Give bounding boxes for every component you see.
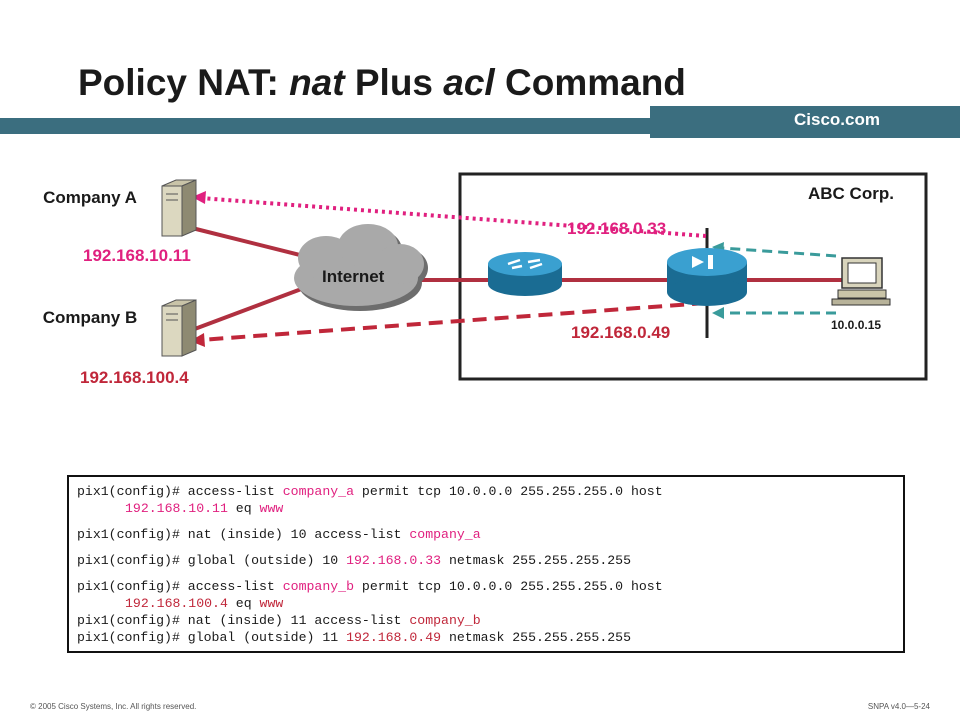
code-line: 192.168.100.4 eq www (125, 596, 284, 611)
company-b-server-icon (161, 299, 197, 357)
internet-cloud-icon (294, 224, 428, 311)
code-line: pix1(config)# global (outside) 11 192.16… (77, 630, 631, 645)
link-company-a-internet (191, 226, 313, 260)
code-line: pix1(config)# access-list company_a perm… (77, 484, 663, 499)
internet-label: Internet (322, 267, 385, 286)
company-b-ip: 192.168.100.4 (80, 368, 189, 387)
code-line: pix1(config)# global (outside) 10 192.16… (77, 553, 631, 568)
link-company-b-internet (191, 283, 313, 332)
company-a-server-icon (161, 179, 197, 237)
copyright-text: © 2005 Cisco Systems, Inc. All rights re… (30, 702, 197, 711)
header-band-tab (650, 106, 960, 138)
company-a-label: Company A (43, 188, 137, 207)
network-diagram (161, 172, 928, 381)
flow-company-b-arrowhead (190, 333, 205, 347)
pix-firewall-icon (667, 248, 747, 306)
company-a-ip: 192.168.10.11 (83, 246, 191, 265)
flow-company-b (199, 301, 707, 342)
flow-company-a-arrowhead (192, 191, 206, 204)
code-line: pix1(config)# nat (inside) 10 access-lis… (77, 527, 481, 542)
abc-corp-boundary (458, 172, 928, 381)
course-id-text: SNPA v4.0—5-24 (867, 702, 930, 711)
company-b-label: Company B (42, 308, 138, 327)
code-line: 192.168.10.11 eq www (125, 501, 284, 516)
code-line: pix1(config)# nat (inside) 11 access-lis… (77, 613, 481, 628)
abc-corp-label: ABC Corp. (808, 184, 894, 203)
code-line: pix1(config)# access-list company_b perm… (77, 579, 663, 594)
global-ip-b: 192.168.0.49 (571, 323, 671, 342)
flow-host-to-pix-2-arrowhead (712, 307, 724, 319)
host-pc-icon (831, 257, 891, 306)
flow-host-to-pix-1 (721, 246, 837, 258)
config-code-box: pix1(config)# access-list company_a perm… (67, 475, 905, 653)
flow-company-a (199, 196, 707, 238)
page-title: Policy NAT: nat Plus acl Command (78, 62, 686, 103)
global-ip-a: 192.168.0.33 (567, 219, 667, 238)
brand-link[interactable]: Cisco.com (794, 110, 880, 129)
host-ip: 10.0.0.15 (831, 318, 882, 332)
router-icon (488, 252, 562, 296)
